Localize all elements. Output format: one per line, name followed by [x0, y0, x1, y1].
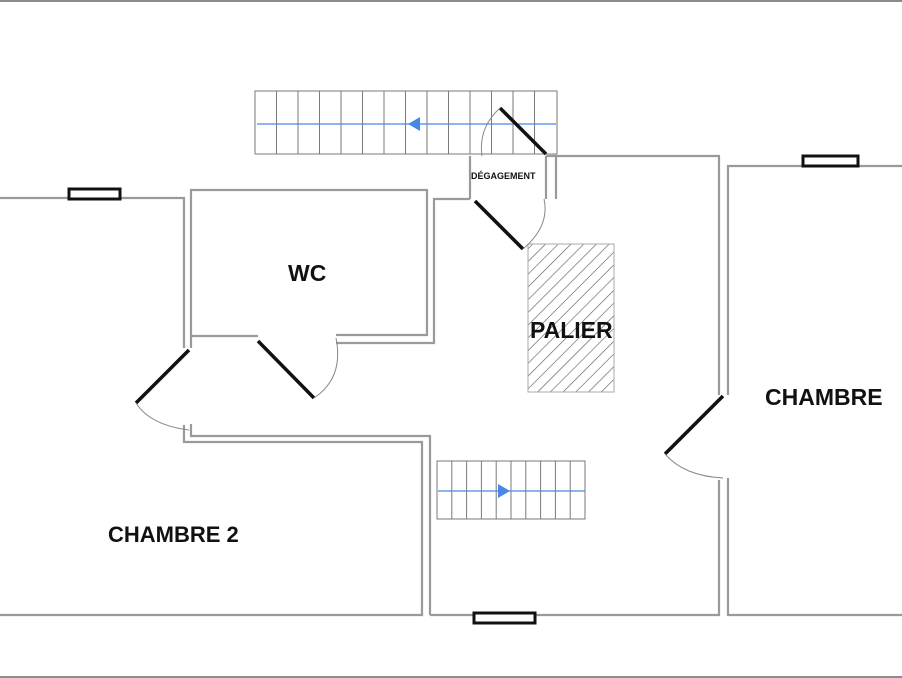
- door-degagement-upper-arc: [480, 107, 501, 157]
- door-chambre2-arc: [135, 402, 190, 431]
- room-label-degagement: DÉGAGEMENT: [471, 171, 536, 181]
- window-chambre2: [67, 187, 122, 201]
- wall-wc-right: [336, 197, 470, 345]
- room-label-wc: WC: [288, 260, 327, 286]
- door-degagement-lower-leaf: [473, 199, 525, 251]
- door-chambre-leaf: [663, 394, 725, 456]
- palier-hatch: [527, 243, 615, 393]
- wall-chambre2-mid: [0, 425, 424, 617]
- door-chambre2-leaf: [134, 348, 191, 405]
- door-wc-arc: [313, 337, 339, 399]
- wall-chambre2-inner: [189, 424, 432, 615]
- wall-chambre-outer: [726, 164, 902, 395]
- wall-chambre2-top: [0, 196, 186, 348]
- windows: [67, 154, 860, 625]
- room-label-palier: PALIER: [530, 317, 613, 343]
- doors: [134, 106, 725, 479]
- room-label-chambre: CHAMBRE: [765, 384, 883, 410]
- window-chambre: [801, 154, 860, 168]
- door-chambre-arc: [664, 453, 724, 479]
- door-wc-leaf: [256, 339, 316, 400]
- door-degagement-lower-arc: [522, 198, 546, 250]
- stairs-lower-arrow-icon: [498, 484, 510, 498]
- window-palier: [472, 611, 537, 625]
- stairs-upper-arrow-icon: [408, 117, 420, 131]
- room-label-chambre-2: CHAMBRE 2: [108, 522, 239, 547]
- door-degagement-upper-leaf: [498, 106, 548, 156]
- wall-palier-bottom: [430, 480, 721, 617]
- wall-wc-outer: [189, 188, 429, 348]
- wall-chambre-bottom: [726, 478, 902, 617]
- wall-palier: [546, 154, 721, 395]
- staircase-upper: [254, 90, 558, 155]
- staircase-lower: [436, 460, 586, 520]
